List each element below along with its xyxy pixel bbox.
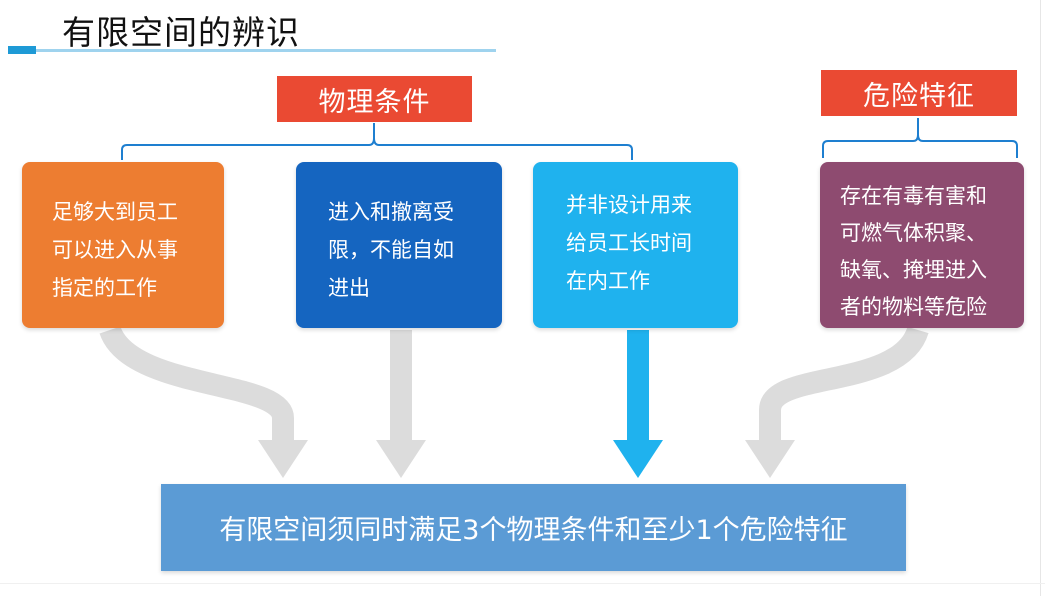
danger-features-label: 危险特征 bbox=[821, 70, 1017, 116]
card-line: 限，不能自如 bbox=[328, 238, 454, 262]
condition-card-size: 足够大到员工 可以进入从事 指定的工作 bbox=[22, 162, 224, 328]
card-line: 进出 bbox=[328, 276, 370, 300]
title-accent-bar bbox=[8, 46, 36, 54]
condition-card-occupancy: 并非设计用来 给员工长时间 在内工作 bbox=[533, 162, 738, 328]
arrow-card4-head bbox=[745, 440, 795, 478]
card-line: 缺氧、掩埋进入 bbox=[840, 258, 987, 282]
physical-conditions-label: 物理条件 bbox=[277, 76, 472, 122]
card-line: 进入和撤离受 bbox=[328, 200, 454, 224]
arrow-card1-to-summary bbox=[99, 325, 294, 442]
card-line: 足够大到员工 bbox=[52, 200, 178, 224]
danger-card-hazards: 存在有毒有害和 可燃气体积聚、 缺氧、掩埋进入 者的物料等危险 bbox=[820, 162, 1024, 328]
right-edge-line bbox=[1040, 0, 1041, 596]
card-line: 者的物料等危险 bbox=[840, 295, 987, 319]
bottom-edge-line bbox=[0, 583, 1045, 584]
card-line: 在内工作 bbox=[566, 269, 650, 293]
physical-conditions-bracket bbox=[121, 123, 633, 160]
arrow-card4-to-summary bbox=[759, 325, 929, 442]
card-line: 可以进入从事 bbox=[52, 238, 178, 262]
danger-features-bracket bbox=[822, 118, 1018, 158]
arrow-card3-shaft bbox=[627, 330, 649, 442]
condition-card-access: 进入和撤离受 限，不能自如 进出 bbox=[296, 162, 502, 328]
card-line: 可燃气体积聚、 bbox=[840, 221, 987, 245]
title-underline bbox=[8, 49, 496, 52]
page-title: 有限空间的辨识 bbox=[62, 13, 300, 52]
summary-box: 有限空间须同时满足3个物理条件和至少1个危险特征 bbox=[161, 484, 906, 571]
arrow-card3-head bbox=[613, 440, 663, 478]
card-line: 存在有毒有害和 bbox=[840, 184, 987, 208]
card-line: 指定的工作 bbox=[52, 276, 157, 300]
arrow-card1-head bbox=[258, 440, 308, 478]
arrow-card2-head bbox=[376, 440, 426, 478]
arrow-card2-shaft bbox=[390, 330, 412, 442]
card-line: 并非设计用来 bbox=[566, 193, 692, 217]
card-line: 给员工长时间 bbox=[566, 231, 692, 255]
